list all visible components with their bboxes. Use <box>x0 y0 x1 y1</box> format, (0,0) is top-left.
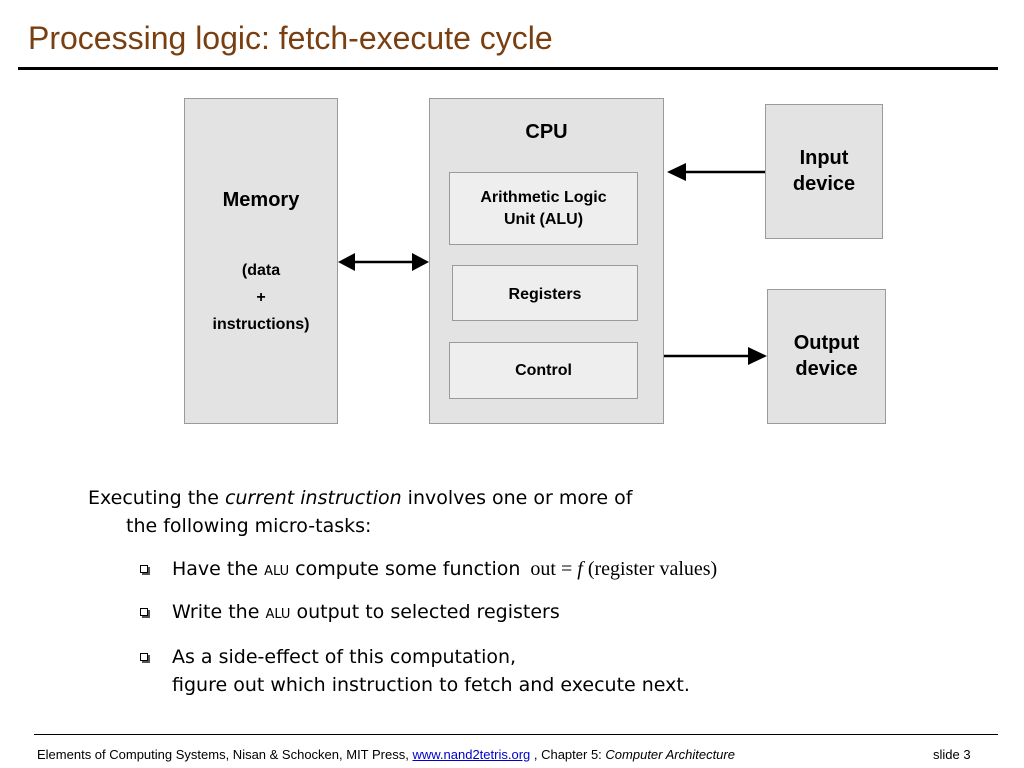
memory-desc-line3: instructions) <box>212 316 310 333</box>
memory-desc-line2: + <box>256 289 266 306</box>
intro-prefix: Executing the <box>88 487 225 509</box>
registers-label: Registers <box>508 286 582 303</box>
alu-abbrev: ALU <box>265 607 291 622</box>
slide-number: slide 3 <box>933 747 971 762</box>
page-title: Processing logic: fetch-execute cycle <box>28 20 553 56</box>
bullet-text: Write the ALU output to selected registe… <box>172 601 560 623</box>
intro-line1: Executing the current instruction involv… <box>88 484 632 512</box>
memory-desc-line1: (data <box>241 262 281 279</box>
intro-line2: the following micro-tasks: <box>126 515 372 537</box>
square-bullet-icon <box>140 608 148 616</box>
output-device-box: Output device <box>767 289 886 424</box>
intro-suffix: involves one or more of <box>401 487 633 509</box>
chapter-title: Computer Architecture <box>605 747 735 762</box>
input-device-box: Input device <box>765 104 883 239</box>
memory-box: Memory (data + instructions) <box>184 98 338 424</box>
square-bullet-icon <box>140 653 148 661</box>
control-box: Control <box>449 342 638 399</box>
bullet-text: As a side-effect of this computation, fi… <box>172 646 690 696</box>
footer-citation: Elements of Computing Systems, Nisan & S… <box>37 747 735 762</box>
cpu-to-output-arrow <box>664 347 767 365</box>
alu-label-line2: Unit (ALU) <box>503 210 584 228</box>
intro-emphasis: current instruction <box>224 487 402 509</box>
footer-divider <box>34 734 998 735</box>
formula: out = f (register values) <box>530 558 718 580</box>
alu-abbrev: ALU <box>264 564 290 579</box>
alu-label-line1: Arithmetic Logic <box>480 188 607 206</box>
cpu-label: CPU <box>525 121 568 143</box>
memory-label: Memory <box>222 189 300 211</box>
square-bullet-icon <box>140 565 148 573</box>
registers-box: Registers <box>452 265 638 321</box>
output-device-line2: device <box>795 358 858 380</box>
memory-cpu-arrow <box>338 253 429 271</box>
intro-paragraph: Executing the current instruction involv… <box>88 484 632 540</box>
title-divider <box>18 67 998 70</box>
input-device-line2: device <box>792 173 856 195</box>
input-device-line1: Input <box>799 147 849 169</box>
alu-box: Arithmetic Logic Unit (ALU) <box>449 172 638 245</box>
output-device-line1: Output <box>793 332 860 354</box>
input-to-cpu-arrow <box>667 163 765 181</box>
memory-description: (data + instructions) <box>185 257 337 338</box>
control-label: Control <box>515 361 572 379</box>
website-link[interactable]: www.nand2tetris.org <box>412 747 531 762</box>
